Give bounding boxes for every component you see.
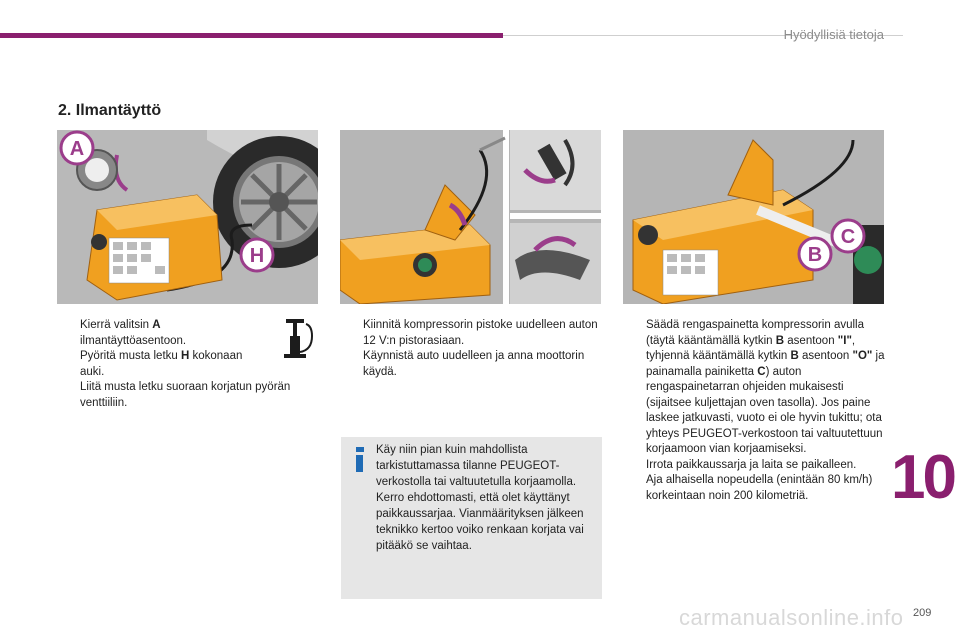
illustration-pressure-adjust: B C: [623, 130, 884, 304]
step-connect-hose: Liitä musta letku suoraan korjatun pyörä…: [80, 381, 291, 409]
tyre-pump-icon: [272, 316, 318, 362]
step-drive-slowly: Aja alhaisella nopeudella (enintään 80 k…: [646, 474, 873, 502]
info-text: Käy niin pian kuin mahdollista tarkistut…: [376, 444, 584, 552]
chapter-header-title: Hyödyllisiä tietoja: [783, 27, 884, 42]
top-divider: [503, 35, 903, 36]
step-start-engine: Käynnistä auto uudelleen ja anna moottor…: [363, 350, 585, 378]
steps-column-1: Kierrä valitsin A ilmantäyttöasentoon. P…: [58, 318, 308, 411]
top-accent-bar: [0, 33, 503, 38]
steps-column-2: Kiinnitä kompressorin pistoke uudelleen …: [341, 318, 603, 380]
step-stow-kit: Irrota paikkaussarja ja laita se paikall…: [646, 458, 857, 471]
watermark: carmanualsonline.info: [679, 605, 904, 630]
step-unscrew-hose: Pyöritä musta letku H kokonaan auki.: [80, 350, 243, 378]
step-adjust-pressure: Säädä rengaspainetta kompressorin avulla…: [646, 319, 885, 455]
step-plug-in: Kiinnitä kompressorin pistoke uudelleen …: [363, 319, 598, 347]
illustration-plug-connection: [340, 130, 601, 304]
section-title: 2. Ilmantäyttö: [58, 102, 162, 119]
chapter-number: 10: [891, 443, 957, 512]
step-turn-selector: Kierrä valitsin A ilmantäyttöasentoon.: [80, 319, 187, 347]
illustration-compressor-selector: A H: [57, 130, 318, 304]
info-box: Käy niin pian kuin mahdollista tarkistut…: [341, 437, 602, 599]
page-number: 209: [913, 607, 932, 619]
info-icon: [355, 447, 365, 472]
steps-column-3: Säädä rengaspainetta kompressorin avulla…: [624, 318, 886, 504]
